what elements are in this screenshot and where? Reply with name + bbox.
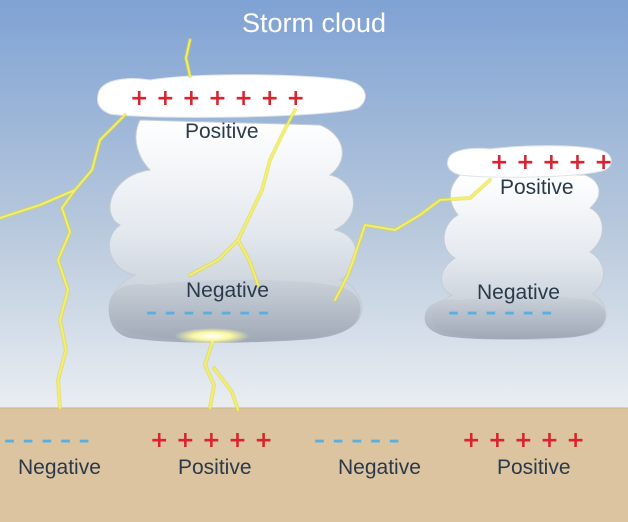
- cloud-2-bottom-label: Negative: [477, 281, 560, 304]
- ground: [0, 408, 628, 522]
- ground-region-3-charges: – – – – –: [314, 428, 400, 453]
- cloud-1-top-label: Positive: [185, 120, 259, 143]
- cloud-2-top-label: Positive: [500, 176, 574, 199]
- ground-region-3-label: Negative: [338, 456, 421, 479]
- cloud-1-negative-charges: – – – – – – –: [146, 300, 269, 325]
- ground-region-1-label: Negative: [18, 456, 101, 479]
- lightning-bolts: [0, 38, 492, 412]
- ground-region-4-label: Positive: [497, 456, 571, 479]
- cloud-1-bottom-label: Negative: [186, 279, 269, 302]
- diagram-title: Storm cloud: [241, 8, 387, 38]
- cloud-1-positive-charges: + + + + + + +: [130, 86, 305, 111]
- cloud-2-positive-charges: + + + + +: [490, 150, 613, 175]
- ground-region-2-label: Positive: [178, 456, 252, 479]
- cloud-1-shape: [97, 74, 366, 343]
- ground-region-2-charges: + + + + +: [150, 428, 273, 453]
- ground-region-1-charges: – – – – –: [4, 428, 90, 453]
- cloud-2-negative-charges: – – – – – –: [448, 300, 553, 325]
- discharge-glow: [174, 328, 250, 344]
- cloud-2-shape: [424, 145, 612, 340]
- ground-region-4-charges: + + + + +: [462, 428, 585, 453]
